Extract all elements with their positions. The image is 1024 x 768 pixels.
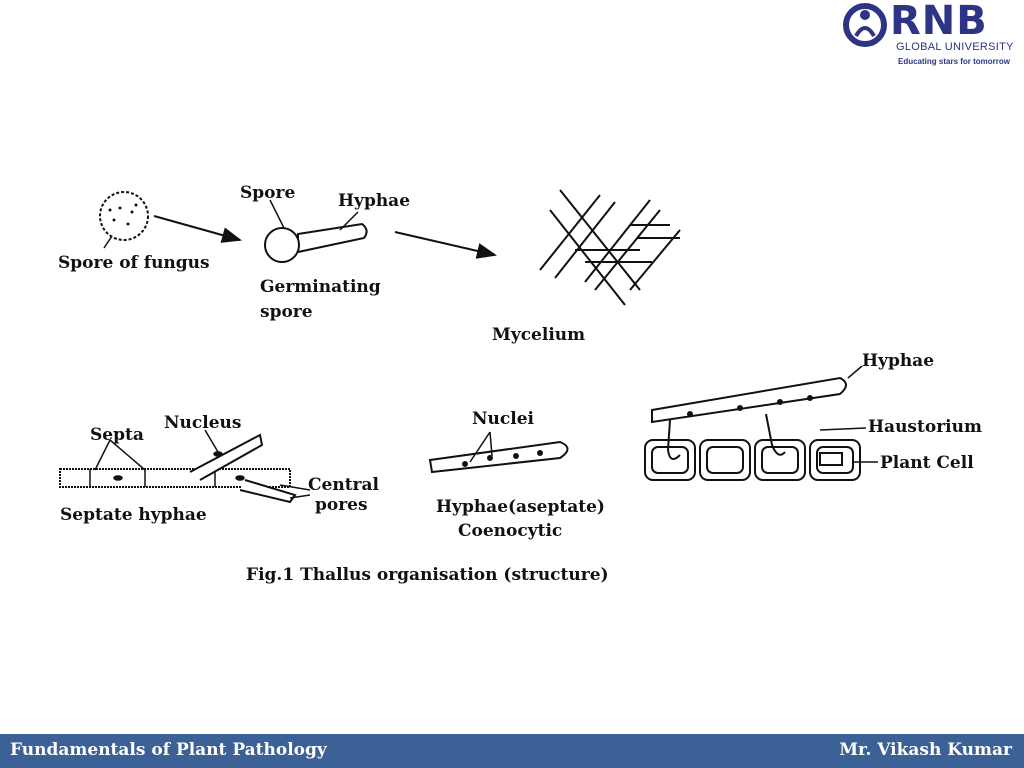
haustorium-plant-cells	[644, 365, 878, 481]
footer-bar: Fundamentals of Plant Pathology Mr. Vika…	[0, 734, 1024, 768]
label-nuclei: Nuclei	[472, 409, 535, 429]
label-hyphae-right: Hyphae	[862, 351, 934, 371]
label-coenocytic: Coenocytic	[458, 521, 562, 541]
germinating-spore	[264, 199, 368, 263]
logo-name: RNB	[890, 0, 988, 44]
label-spore-of-fungus: Spore of fungus	[58, 253, 210, 273]
label-nucleus: Nucleus	[164, 413, 241, 433]
label-mycelium: Mycelium	[492, 325, 585, 345]
label-spore: Spore	[240, 183, 295, 203]
author-name: Mr. Vikash Kumar	[839, 740, 1012, 760]
mycelium	[539, 189, 681, 306]
arrow-germinating-to-mycelium	[394, 231, 497, 259]
university-logo: RNB GLOBAL UNIVERSITY Educating stars fo…	[840, 0, 1024, 72]
course-title: Fundamentals of Plant Pathology	[10, 740, 327, 760]
thallus-diagram-svg: Spore of fungus Spore Hyphae Germinating…	[58, 183, 982, 585]
label-central: Central	[308, 475, 380, 495]
label-germinating: Germinating	[260, 277, 381, 297]
spore-of-fungus	[99, 191, 149, 249]
label-germinating-spore: spore	[260, 302, 313, 322]
label-pores: pores	[315, 495, 368, 515]
logo-emblem-icon	[843, 3, 887, 47]
septate-hyphae	[59, 429, 311, 504]
label-plant-cell: Plant Cell	[880, 453, 974, 473]
thallus-diagram: Spore of fungus Spore Hyphae Germinating…	[40, 150, 1000, 600]
label-haustorium: Haustorium	[868, 417, 982, 437]
label-septa: Septa	[90, 425, 144, 445]
label-hyphae-top: Hyphae	[338, 191, 410, 211]
coenocytic-hyphae	[428, 431, 569, 474]
figure-caption: Fig.1 Thallus organisation (structure)	[246, 565, 609, 585]
logo-tagline: Educating stars for tomorrow	[898, 57, 1011, 66]
label-hyphae-aseptate: Hyphae(aseptate)	[436, 497, 605, 517]
arrow-spore-to-germinating	[153, 215, 242, 243]
logo-subtitle: GLOBAL UNIVERSITY	[896, 41, 1014, 53]
label-septate-hyphae: Septate hyphae	[60, 505, 207, 525]
